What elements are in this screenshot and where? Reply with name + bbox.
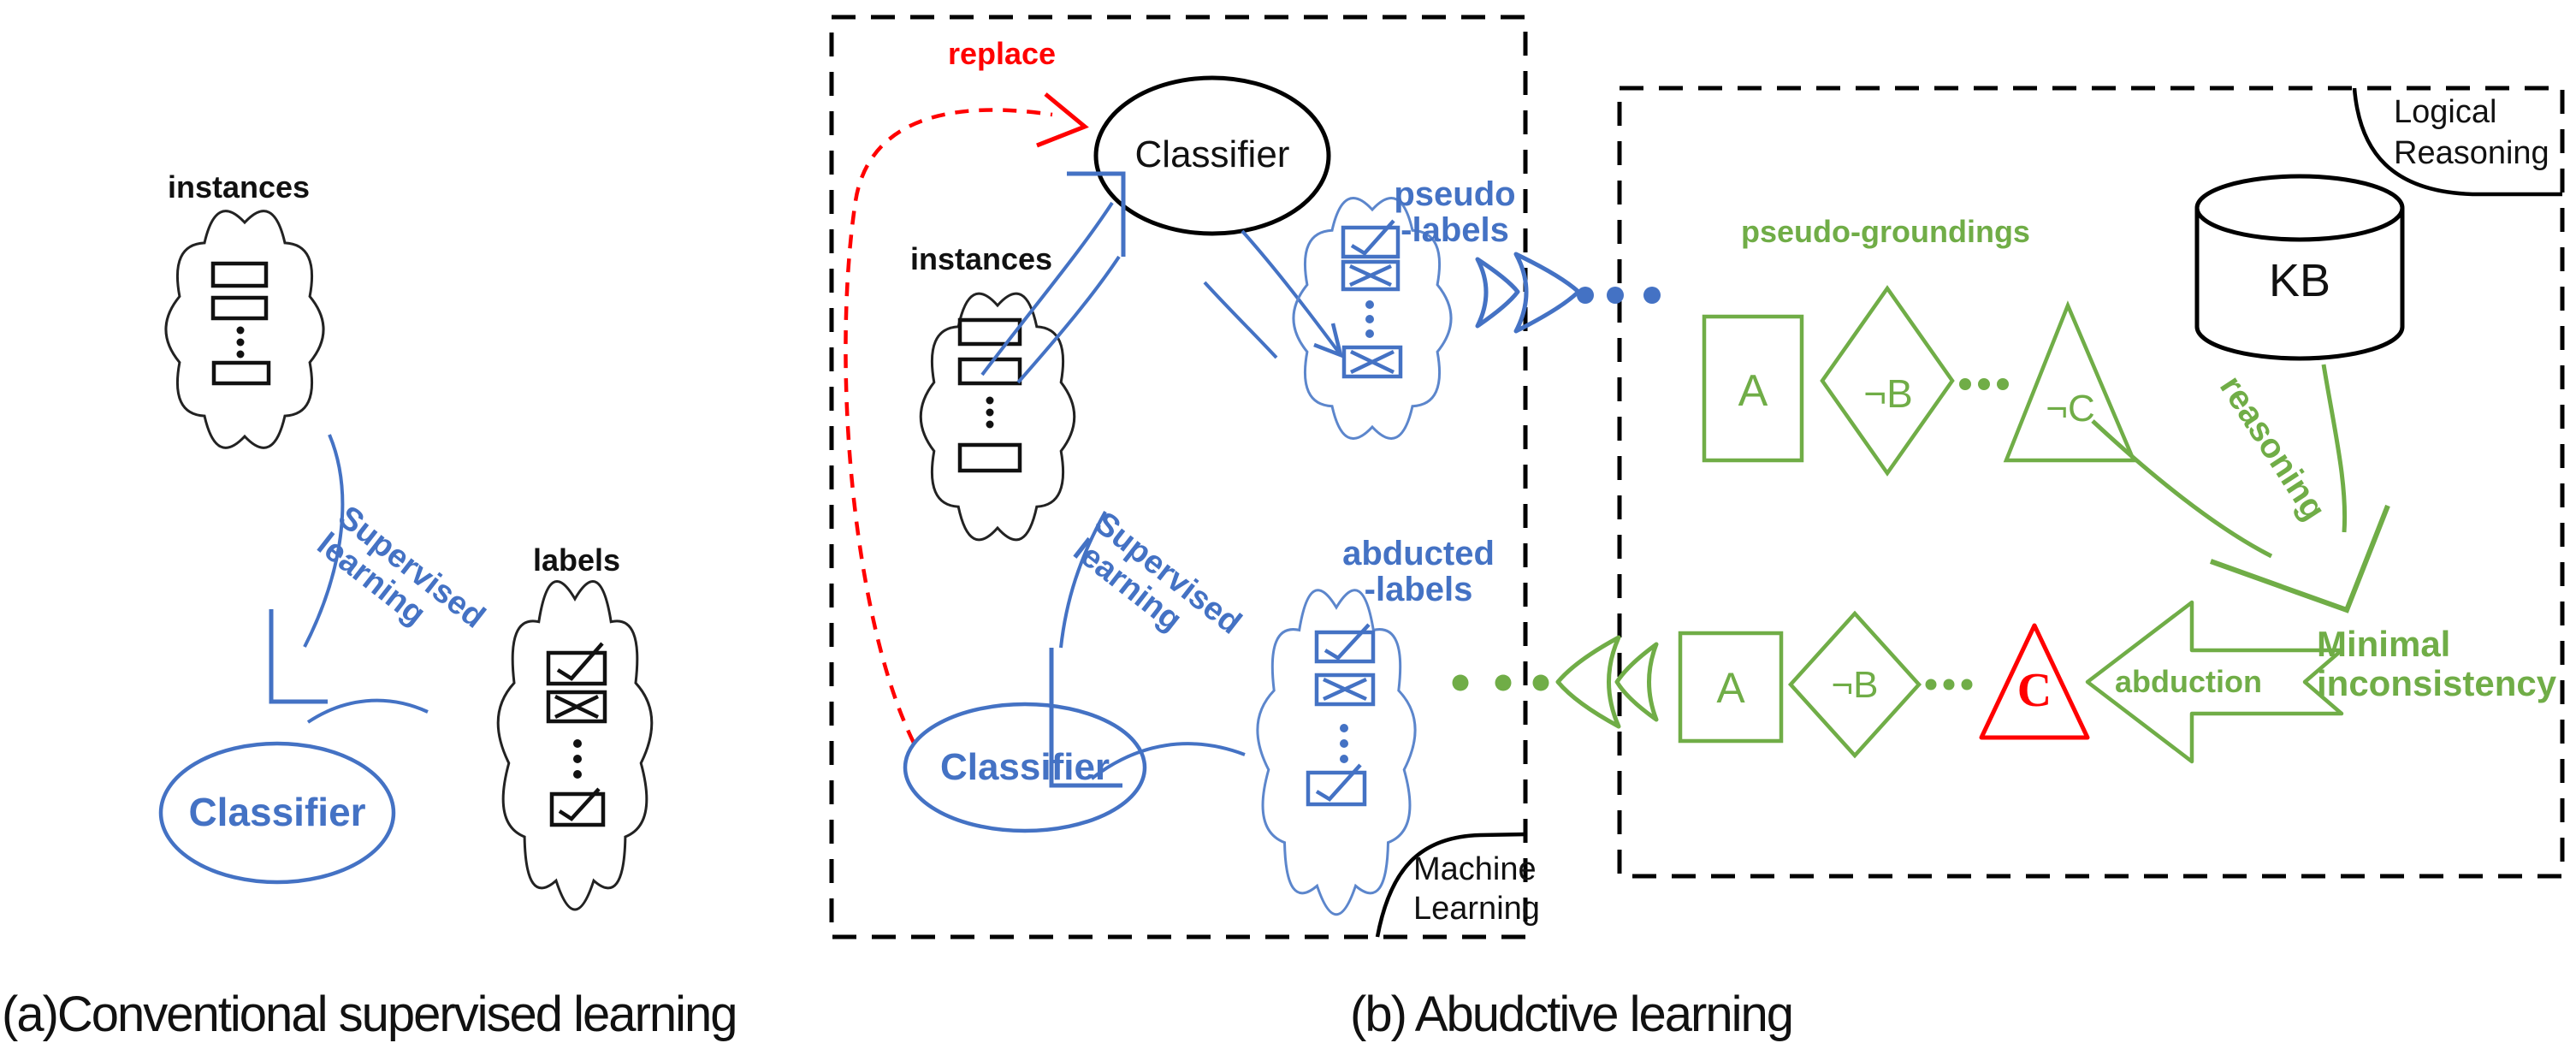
abducted-labels-cloud	[1256, 589, 1417, 916]
instances-cloud-a	[164, 210, 325, 449]
blue-ellipsis-dots	[1577, 287, 1661, 304]
pseudo-labels-dots	[1365, 300, 1374, 338]
instances-label-b: instances	[910, 241, 1053, 276]
instance-items-b	[957, 317, 1022, 473]
grounding-triangle-top	[2003, 300, 2137, 463]
abducted-line2: -labels	[1364, 571, 1473, 608]
machine-learning-title: Machine Learning	[1413, 850, 1540, 928]
supervised-arrow-a	[269, 434, 429, 724]
machine-learning-corner-bracket	[1375, 832, 1526, 938]
classifier-ellipse-a	[158, 741, 396, 885]
caption-b: (b) Abudctive learning	[1350, 987, 1794, 1042]
minimal-line1: Minimal	[2317, 624, 2451, 664]
labels-dots-a	[573, 739, 582, 779]
labels-cloud-a	[496, 580, 654, 911]
grounding-square-bottom	[1678, 631, 1784, 744]
abducted-line1: abducted	[1342, 535, 1495, 572]
grounding-a-bottom-label: A	[1716, 664, 1745, 712]
abduced-shapes	[1678, 610, 1922, 759]
grounding-diamond-bottom	[1787, 610, 1922, 759]
pseudo-groundings-label: pseudo-groundings	[1741, 214, 2030, 249]
grounding-triangle-bottom-red	[1979, 623, 2090, 740]
abducted-label-items	[1306, 623, 1376, 807]
predict-arrow-b	[1203, 229, 1344, 359]
minimal-inconsistency-label: Minimal inconsistency	[2317, 624, 2557, 704]
grounding-dots-bottom	[1925, 679, 1973, 690]
abduction-arrow-icon	[2085, 600, 2344, 764]
grounding-c-bottom-label: C	[2016, 664, 2052, 717]
reasoning-arrows	[2091, 364, 2390, 613]
grounding-diamond-top	[1820, 285, 1955, 477]
grounding-b-top-label: ¬B	[1863, 371, 1913, 416]
pseudo-line2: -labels	[1401, 211, 1509, 249]
instance-items-a	[210, 261, 271, 386]
to-learning-chevron-icon	[1555, 635, 1659, 729]
label-items-a	[546, 642, 607, 827]
grounding-b-bottom-label: ¬B	[1831, 664, 1879, 706]
logical-reasoning-corner-bracket	[2352, 87, 2562, 197]
instances-dots-a	[236, 326, 245, 359]
minimal-line2: inconsistency	[2317, 663, 2557, 704]
classifier-label-b-bottom: Classifier	[939, 746, 1110, 788]
green-ellipsis-dots	[1452, 674, 1549, 691]
grounding-c-top-label: ¬C	[2046, 388, 2095, 430]
kb-cylinder-icon	[2194, 174, 2405, 361]
machine-learning-line2: Learning	[1413, 890, 1540, 927]
instances-dots-b	[986, 396, 994, 429]
instances-label-a: instances	[168, 169, 311, 204]
grounding-a-top-label: A	[1738, 366, 1768, 416]
abduction-label: abduction	[2115, 664, 2262, 699]
replace-arrow	[844, 92, 1089, 744]
abducted-labels-label: abducted -labels	[1341, 536, 1495, 607]
classifier-label-b-top: Classifier	[1134, 133, 1290, 175]
grounding-dots-top	[1959, 378, 2009, 390]
train-arrow-b-top	[980, 171, 1126, 384]
abducted-labels-dots	[1340, 724, 1348, 763]
pseudo-labels-label: pseudo -labels	[1384, 176, 1525, 248]
machine-learning-box	[829, 15, 1528, 939]
classifier-ellipse-b-bottom	[903, 702, 1147, 833]
pseudo-label-items	[1341, 219, 1403, 379]
kb-label: KB	[2268, 255, 2331, 306]
labels-label-a: labels	[532, 542, 621, 578]
pseudo-groundings-shapes	[1702, 285, 2137, 477]
instances-cloud-b	[919, 292, 1076, 542]
supervised-arrow-b	[1049, 511, 1246, 788]
classifier-label-a: Classifier	[188, 790, 366, 834]
to-reasoning-chevron-icon	[1475, 252, 1581, 334]
machine-learning-line1: Machine	[1413, 851, 1537, 887]
replace-label: replace	[947, 36, 1057, 71]
logical-reasoning-title: Logical Reasoning	[2394, 92, 2549, 174]
logical-reasoning-line1: Logical	[2394, 94, 2497, 130]
grounding-square-top	[1702, 314, 1804, 463]
caption-a: (a)Conventional supervised learning	[2, 987, 738, 1042]
classifier-ellipse-b-top	[1093, 75, 1331, 236]
logical-reasoning-box	[1617, 86, 2565, 879]
pseudo-line1: pseudo	[1394, 175, 1516, 213]
pseudo-labels-cloud	[1292, 197, 1453, 440]
logical-reasoning-line2: Reasoning	[2394, 134, 2549, 171]
